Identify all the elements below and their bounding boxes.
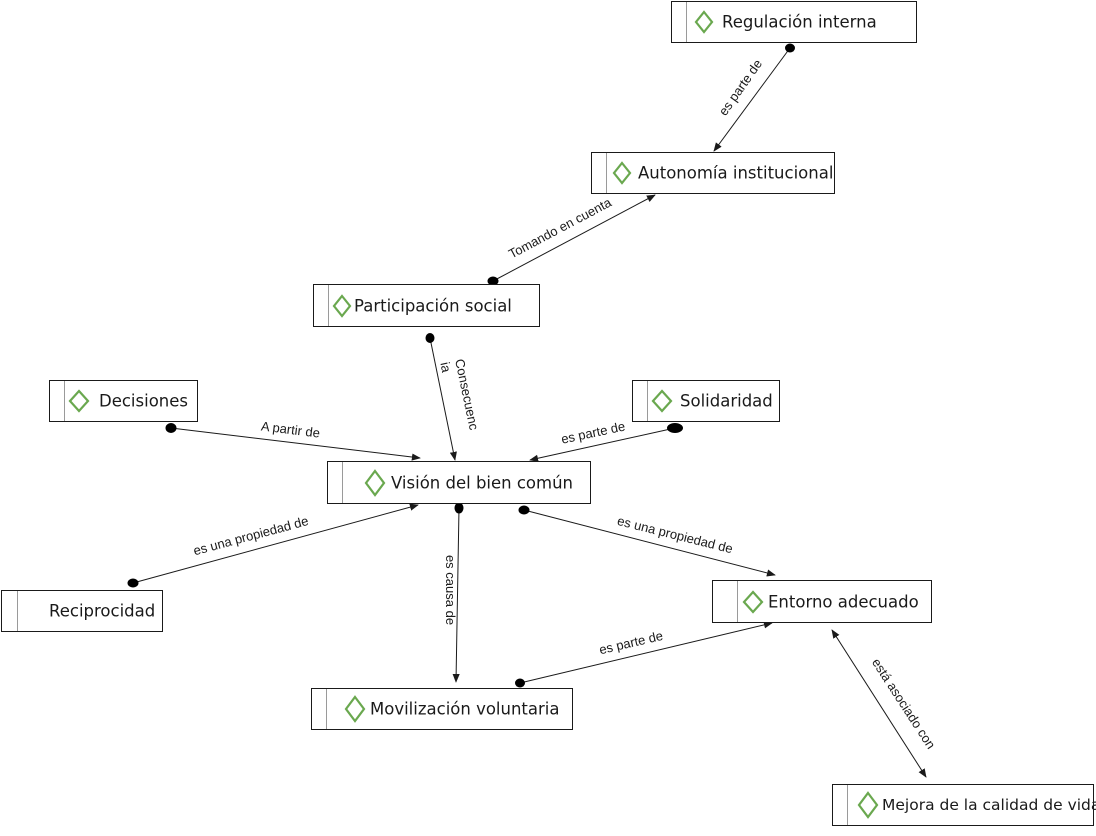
edge-label-e8: es una propiedad de	[616, 513, 735, 556]
node-label: Visión del bien común	[391, 473, 574, 492]
edge-e6: es una propiedad de	[127, 503, 419, 588]
edge-label-e6: es una propiedad de	[192, 513, 310, 558]
edge-label-e2: Tomando en cuenta	[506, 194, 615, 261]
node-label: Participación social	[354, 296, 512, 315]
edge-e9: es parte de	[515, 621, 773, 688]
edge-e4: A partir de	[165, 418, 421, 461]
edge-label-e3-line2: ia	[437, 361, 454, 375]
node-label: Solidaridad	[680, 391, 773, 411]
diamond-icon	[857, 791, 879, 819]
node-participacion-social[interactable]: Participación social	[313, 284, 540, 327]
edge-e8: es una propiedad de	[518, 505, 776, 577]
edge-label-e9: es parte de	[598, 628, 665, 657]
node-label: Decisiones	[99, 391, 188, 411]
edge-label-e3: Consecuenc ia	[437, 358, 482, 438]
diamond-icon	[742, 589, 764, 614]
edge-e3: Consecuenc ia	[425, 333, 482, 461]
diamond-icon	[612, 161, 632, 185]
edge-e5: es parte de	[529, 419, 683, 462]
edge-label-e7: es causa de	[443, 555, 458, 625]
edge-label-e5: es parte de	[560, 419, 627, 447]
edge-e10: está asociado con	[831, 629, 939, 778]
edge-label-e4: A partir de	[260, 418, 321, 440]
node-label: Entorno adecuado	[768, 592, 919, 611]
edge-label-e3-line1: Consecuenc	[452, 358, 482, 432]
node-entorno-adecuado[interactable]: Entorno adecuado	[712, 580, 932, 623]
diamond-icon	[332, 293, 352, 318]
edge-e7: es causa de	[443, 502, 464, 683]
node-movilizacion-voluntaria[interactable]: Movilización voluntaria	[311, 688, 573, 730]
diamond-icon	[364, 468, 386, 497]
diamond-icon	[651, 389, 673, 413]
node-label: Regulación interna	[722, 12, 877, 32]
node-label: Movilización voluntaria	[370, 699, 560, 719]
node-mejora-calidad-de-vida[interactable]: Mejora de la calidad de vida	[832, 784, 1096, 826]
node-label: Mejora de la calidad de vida	[882, 796, 1096, 814]
node-solidaridad[interactable]: Solidaridad	[632, 380, 780, 422]
diamond-icon	[344, 695, 366, 723]
node-label: Autonomía institucional	[638, 163, 834, 183]
edge-e1: es parte de	[713, 43, 795, 152]
diamond-icon	[68, 389, 90, 413]
node-label: Reciprocidad	[49, 601, 156, 621]
node-autonomia-institucional[interactable]: Autonomía institucional	[591, 152, 835, 194]
node-regulacion-interna[interactable]: Regulación interna	[671, 1, 917, 43]
node-vision-del-bien-comun[interactable]: Visión del bien común	[327, 461, 591, 504]
node-reciprocidad[interactable]: Reciprocidad	[1, 590, 163, 632]
diamond-icon	[694, 10, 714, 34]
edge-e2: Tomando en cuenta	[487, 194, 656, 286]
node-decisiones[interactable]: Decisiones	[49, 380, 198, 422]
edge-label-e1: es parte de	[716, 56, 766, 118]
